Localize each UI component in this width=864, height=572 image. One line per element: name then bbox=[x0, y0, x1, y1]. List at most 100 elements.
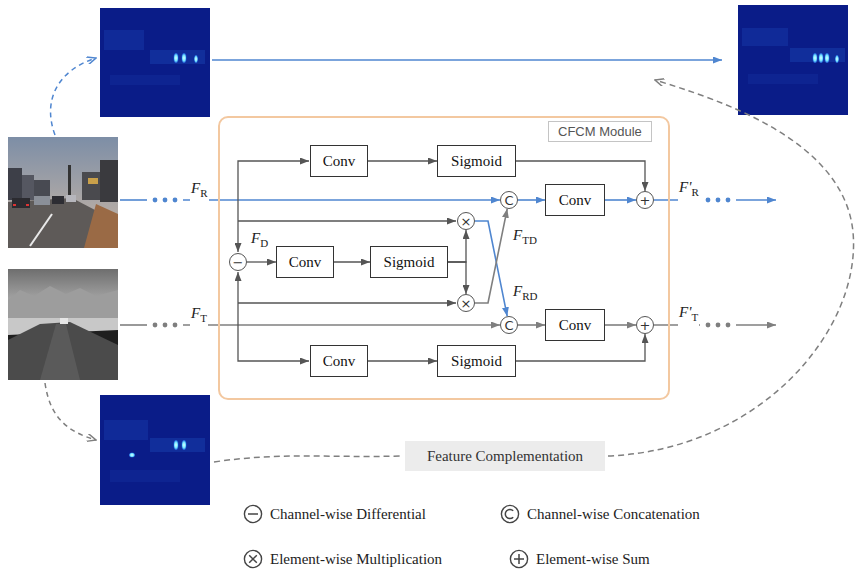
rgb-photo bbox=[8, 137, 118, 248]
symbol-main: F bbox=[513, 283, 522, 299]
flow-arrow bbox=[212, 59, 722, 61]
feature-label: F'T bbox=[678, 303, 699, 326]
legend-text: Channel-wise Concatenation bbox=[527, 505, 700, 523]
branch-wire bbox=[238, 161, 309, 200]
legend-text: Element-wise Sum bbox=[536, 550, 650, 568]
differential-op: − bbox=[229, 253, 247, 271]
connector bbox=[247, 261, 276, 262]
legend-text: Channel-wise Differential bbox=[270, 505, 426, 523]
legend-symbol-holder bbox=[500, 504, 520, 528]
node-text: Feature Complementation bbox=[427, 448, 583, 465]
flow-line bbox=[120, 199, 147, 201]
ellipsis-dot bbox=[716, 323, 721, 328]
dashed-arrow bbox=[45, 383, 96, 440]
ellipsis-dot bbox=[706, 323, 711, 328]
branch-wire bbox=[238, 325, 309, 361]
thermal-photo bbox=[8, 269, 118, 380]
flow-line bbox=[183, 199, 500, 201]
symbol-main: F' bbox=[679, 304, 691, 320]
branch-wire bbox=[237, 272, 238, 325]
node-text: C bbox=[504, 319, 513, 332]
conv-box: Conv bbox=[276, 246, 334, 278]
concat-op: C bbox=[500, 316, 518, 334]
branch-wire bbox=[237, 200, 238, 252]
symbol-subscript: R bbox=[200, 187, 207, 199]
node-text: × bbox=[461, 215, 472, 228]
note-box: Feature Complementation bbox=[405, 441, 605, 471]
feature-label: FR bbox=[190, 179, 209, 202]
legend-symbol bbox=[243, 504, 263, 524]
connector bbox=[475, 209, 507, 303]
conv-box: Conv bbox=[310, 345, 368, 377]
ellipsis-dot bbox=[163, 198, 168, 203]
connector bbox=[368, 360, 437, 361]
feature-label: FD bbox=[250, 229, 269, 252]
symbol-subscript: R bbox=[691, 186, 698, 198]
conv-box: Conv bbox=[310, 145, 368, 177]
legend-symbol-holder bbox=[509, 549, 529, 572]
symbol-main: F bbox=[513, 227, 522, 243]
sigmoid-box: Sigmoid bbox=[437, 145, 516, 177]
multiply-op: × bbox=[457, 294, 475, 312]
ellipsis-dot bbox=[726, 198, 731, 203]
symbol-main: F' bbox=[679, 179, 691, 195]
node-text: + bbox=[640, 319, 651, 332]
node-text: Sigmoid bbox=[451, 153, 502, 170]
node-text: Sigmoid bbox=[384, 254, 435, 271]
branch-wire bbox=[238, 220, 456, 221]
ellipsis-dot bbox=[153, 198, 158, 203]
node-text: Conv bbox=[289, 254, 322, 271]
heatmap bbox=[738, 5, 848, 115]
flow-arrow bbox=[736, 324, 776, 326]
heatmap bbox=[100, 8, 210, 117]
node-text: Conv bbox=[323, 153, 356, 170]
flow-line bbox=[120, 324, 147, 326]
dashed-line bbox=[214, 456, 402, 462]
node-text: × bbox=[461, 297, 472, 310]
connector bbox=[368, 160, 437, 161]
legend-symbol-holder bbox=[243, 504, 263, 528]
ellipsis-dot bbox=[706, 198, 711, 203]
connector bbox=[334, 261, 370, 262]
connector bbox=[518, 324, 545, 326]
sum-op: + bbox=[636, 191, 654, 209]
node-text: C bbox=[504, 194, 513, 207]
multiply-op: × bbox=[457, 212, 475, 230]
node-text: Sigmoid bbox=[451, 353, 502, 370]
node-text: − bbox=[233, 256, 244, 269]
feature-label: FT bbox=[190, 304, 208, 327]
ellipsis-dot bbox=[726, 323, 731, 328]
symbol-subscript: D bbox=[260, 237, 268, 249]
node-text: Conv bbox=[323, 353, 356, 370]
feature-label: F'R bbox=[678, 178, 700, 201]
ellipsis-dot bbox=[163, 323, 168, 328]
edge-label: FRD bbox=[512, 282, 538, 305]
connector bbox=[448, 230, 466, 262]
legend-text: Element-wise Multiplication bbox=[270, 550, 442, 568]
node-text: Conv bbox=[559, 317, 592, 334]
sigmoid-box: Sigmoid bbox=[370, 246, 448, 278]
flow-arrow bbox=[736, 199, 776, 201]
sigmoid-box: Sigmoid bbox=[437, 345, 516, 377]
dashed-arrow bbox=[51, 58, 96, 135]
node-text: Conv bbox=[559, 192, 592, 209]
connector bbox=[518, 199, 545, 201]
connector bbox=[448, 262, 466, 294]
symbol-subscript: RD bbox=[522, 290, 537, 302]
ellipsis-dot bbox=[173, 198, 178, 203]
conv-box: Conv bbox=[545, 309, 605, 341]
symbol-main: F bbox=[191, 305, 200, 321]
flow-line bbox=[183, 324, 500, 326]
heatmap bbox=[100, 395, 210, 505]
conv-box: Conv bbox=[545, 184, 605, 216]
symbol-subscript: T bbox=[691, 311, 698, 323]
legend-symbol-holder bbox=[243, 549, 263, 572]
symbol-main: F bbox=[251, 230, 260, 246]
edge-label: FTD bbox=[512, 226, 538, 249]
symbol-subscript: TD bbox=[522, 234, 537, 246]
legend-symbol bbox=[500, 504, 520, 524]
connector bbox=[605, 199, 636, 201]
concat-op: C bbox=[500, 191, 518, 209]
